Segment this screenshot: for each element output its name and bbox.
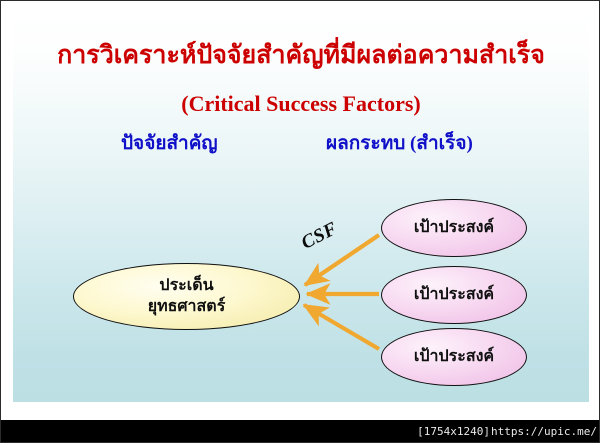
- page-title-english: (Critical Success Factors): [181, 91, 421, 116]
- node-goal-2-label: เป้าประสงค์: [413, 285, 495, 303]
- node-goal-2[interactable]: เป้าประสงค์: [381, 266, 527, 324]
- slide-canvas: การวิเคราะห์ปัจจัยสำคัญที่มีผลต่อความสำเ…: [13, 13, 589, 402]
- csf-diagram: ประเด็น ยุทธศาสตร์ เป้าประสงค์ เป้าประสง…: [13, 13, 589, 402]
- node-strategic-issue-text: ประเด็น ยุทธศาสตร์: [148, 276, 226, 317]
- node-strategic-issue-line2: ยุทธศาสตร์: [147, 297, 226, 315]
- column-header-impact: ผลกระทบ (สำเร็จ): [326, 133, 473, 154]
- arrow-layer: [302, 233, 381, 351]
- node-strategic-issue[interactable]: ประเด็น ยุทธศาสตร์: [73, 263, 300, 330]
- footer-watermark-bar: [1754x1240]https://upic.me/: [1, 420, 599, 442]
- node-goal-3[interactable]: เป้าประสงค์: [381, 328, 527, 386]
- node-goal-1[interactable]: เป้าประสงค์: [381, 199, 527, 257]
- footer-image-dimensions: [1754x1240]: [417, 424, 491, 438]
- node-goal-3-label: เป้าประสงค์: [413, 347, 495, 365]
- footer-source-url: https://upic.me/: [491, 424, 597, 438]
- node-strategic-issue-line1: ประเด็น: [159, 277, 214, 295]
- column-header-critical-factors: ปัจจัยสำคัญ: [121, 133, 218, 154]
- footer-watermark-text: [1754x1240]https://upic.me/: [417, 425, 597, 438]
- node-goal-1-label: เป้าประสงค์: [413, 218, 495, 236]
- arrow-goal-1-to-strategy: [303, 233, 381, 287]
- arrow-goal-3-to-strategy: [302, 303, 381, 351]
- page-title-thai: การวิเคราะห์ปัจจัยสำคัญที่มีผลต่อความสำเ…: [57, 42, 545, 69]
